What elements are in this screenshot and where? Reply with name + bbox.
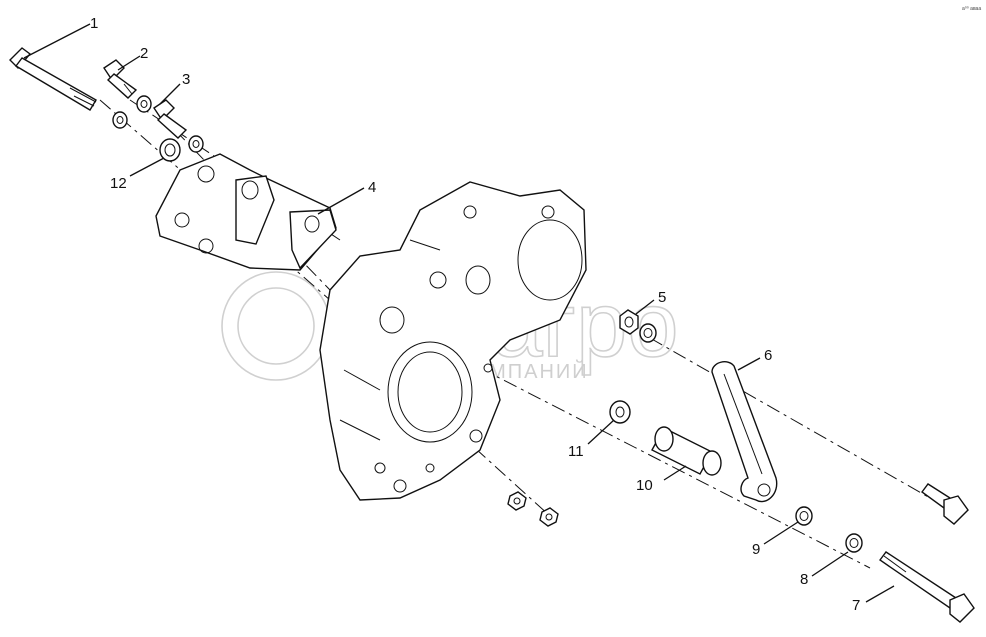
leader-11	[587, 419, 615, 445]
leader-lines	[23, 23, 895, 603]
leader-8	[811, 551, 849, 577]
leader-12	[129, 157, 165, 177]
part-nut-5	[619, 309, 657, 343]
leader-9	[763, 521, 799, 545]
callout-7: 7	[852, 597, 860, 614]
callout-labels: 1 2 3 4 5 6 7 8 9 10 11 12	[90, 15, 860, 614]
callout-5: 5	[658, 289, 666, 306]
part-washer-8	[845, 533, 863, 553]
washers-top	[112, 95, 204, 153]
part-long-bolt-7	[879, 551, 975, 623]
lower-nuts	[507, 491, 559, 527]
part-short-bolt-right	[921, 483, 969, 525]
corner-mark: а⁰⁰ аваа	[962, 6, 981, 12]
callout-9: 9	[752, 541, 760, 558]
leader-1	[23, 23, 91, 59]
leader-3	[159, 83, 181, 105]
leader-5	[635, 299, 655, 315]
callout-1: 1	[90, 15, 98, 32]
callout-2: 2	[140, 45, 148, 62]
callout-6: 6	[764, 347, 772, 364]
callout-4: 4	[368, 179, 376, 196]
callout-8: 8	[800, 571, 808, 588]
leader-6	[737, 357, 761, 371]
part-spacer-10	[651, 426, 722, 476]
part-slotted-strap-6	[711, 361, 778, 503]
part-short-bolt-2	[103, 59, 138, 99]
part-washer-9	[795, 506, 813, 526]
part-gear-housing-cover	[319, 181, 587, 501]
axis-nut-5	[649, 337, 931, 499]
callout-12: 12	[110, 175, 127, 192]
leader-10	[663, 465, 687, 481]
leader-7	[865, 585, 895, 603]
part-bolt-3	[153, 99, 188, 139]
part-sleeve-12	[159, 138, 181, 162]
leader-4	[317, 187, 365, 215]
callout-3: 3	[182, 71, 190, 88]
axis-bolt-7	[479, 367, 871, 569]
watermark-logo-inner	[237, 287, 315, 365]
callout-11: 11	[568, 443, 584, 460]
part-long-bolt-1	[9, 47, 97, 111]
part-bracket-4	[155, 153, 337, 271]
callout-10: 10	[636, 477, 653, 494]
leader-2	[117, 55, 141, 71]
part-washer-11	[609, 400, 631, 424]
